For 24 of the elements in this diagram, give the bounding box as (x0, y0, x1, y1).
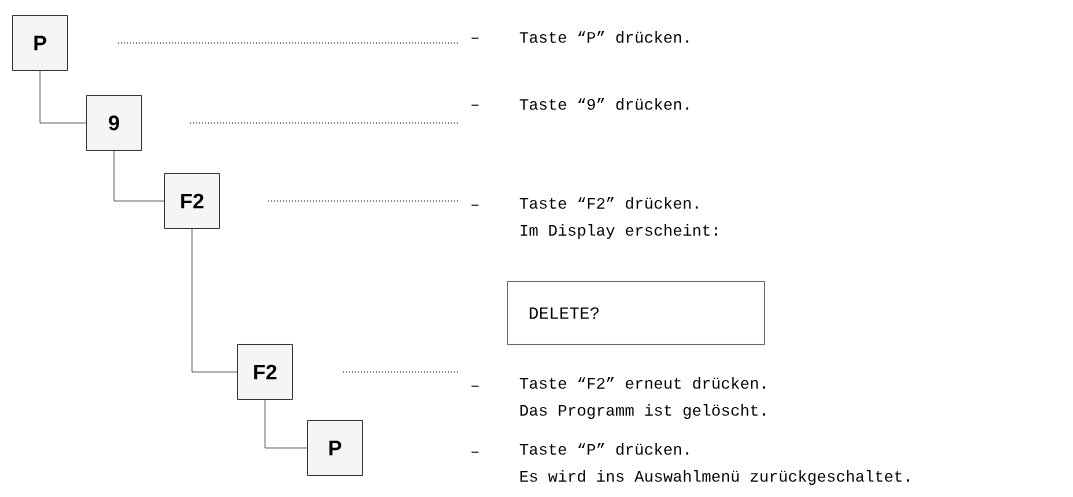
list-dash: – (471, 104, 479, 106)
leader-line (267, 200, 459, 202)
key-box: P (307, 420, 363, 476)
leader-line (117, 42, 459, 44)
list-dash: – (471, 385, 479, 387)
connector-line (191, 228, 238, 373)
leader-line (342, 371, 459, 373)
leader-line (189, 122, 459, 124)
instruction-text: Taste “P” drücken. Es wird ins Auswahlmenü zurückgeschaltet. (519, 443, 909, 485)
key-box: 9 (86, 95, 142, 151)
instruction-text: Taste “9” drücken. (519, 98, 689, 110)
instruction-text: Taste “F2” drücken. Im Display erscheint: (519, 197, 717, 239)
list-dash: – (471, 37, 479, 39)
display-box: DELETE? (507, 281, 765, 345)
instruction-text: Taste “P” drücken. (519, 31, 689, 43)
connector-line (264, 399, 308, 449)
key-box: F2 (164, 173, 220, 229)
connector-line (39, 70, 87, 124)
key-box: F2 (237, 344, 293, 400)
instruction-text: Taste “F2” erneut drücken. Das Programm ist gelöscht. (519, 377, 765, 419)
key-box: P (12, 15, 68, 71)
list-dash: – (471, 204, 479, 206)
list-dash: – (471, 451, 479, 453)
connector-line (113, 150, 165, 202)
